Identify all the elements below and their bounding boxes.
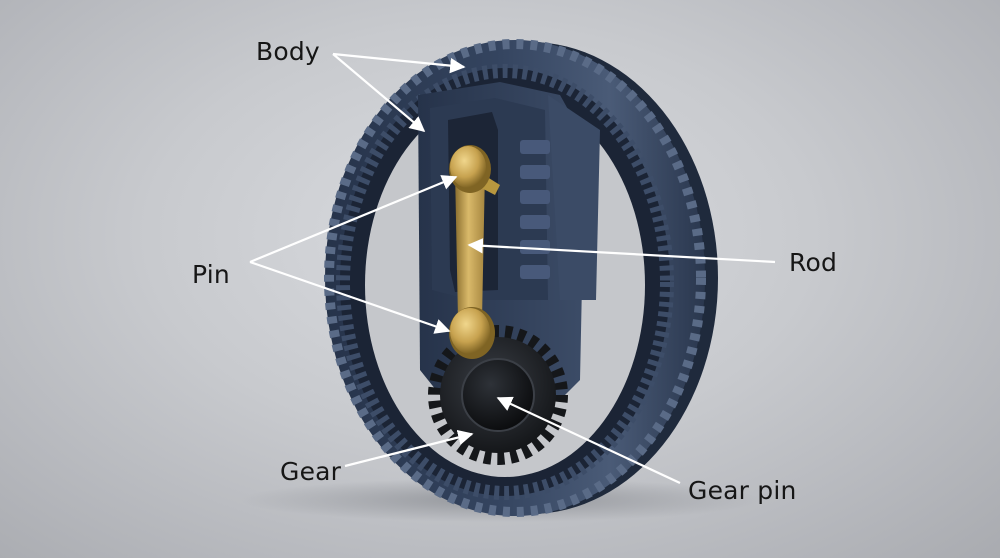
arrow-body-to-ring [332,52,466,74]
label-gear-pin: Gear pin [688,476,797,505]
arrow-body-to-frame [332,53,426,132]
label-pin: Pin [192,260,230,289]
arrow-rod [467,238,776,264]
leader-arrows [249,52,776,484]
gear [428,325,568,465]
label-rod: Rod [789,248,838,277]
label-body: Body [256,37,320,66]
pin-top [449,145,491,193]
label-gear: Gear [280,457,342,486]
arrow-gear [344,429,474,468]
arrow-pin-to-bottom [249,260,451,334]
arrow-gear-pin [496,396,681,484]
pin-bottom [449,307,495,359]
arrow-pin-to-top [249,175,458,264]
